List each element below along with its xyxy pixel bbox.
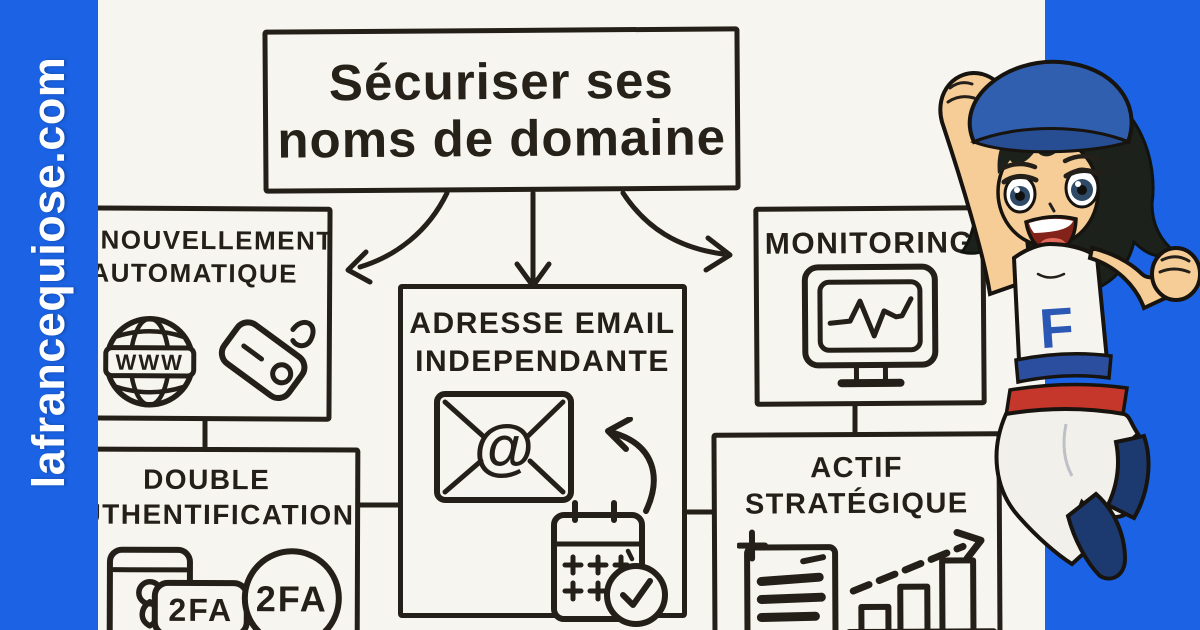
at-symbol: @ <box>474 413 534 482</box>
stripe-blue <box>1014 352 1113 385</box>
node-auth-line2: AUTHENTIFICATION <box>98 498 355 531</box>
price-tag-icon <box>218 319 316 402</box>
title-box: Sécuriser ses noms de domaine <box>262 26 741 194</box>
node-renewal-line1: RENOUVELLEMENT <box>98 224 334 256</box>
boot-front <box>1065 491 1128 581</box>
curved-arrow-icon <box>605 417 657 514</box>
asset-icons <box>736 528 998 630</box>
2fa-badge-icon: 2FA <box>151 579 250 630</box>
connector-arrows <box>202 190 858 515</box>
node-email-line2: INDEPENDANTE <box>415 344 670 378</box>
site-domain-vertical: lafrancequiose.com <box>23 56 74 489</box>
title-line1: Sécuriser ses <box>328 51 674 112</box>
node-email: ADRESSE EMAIL INDEPENDANTE @ <box>398 284 687 627</box>
2fa-circle-label: 2FA <box>256 578 328 619</box>
2fa-badge-label: 2FA <box>168 592 233 628</box>
globe-www-label: WWW <box>116 350 184 375</box>
boot-back <box>1105 433 1151 521</box>
node-asset: ACTIF STRATÉGIQUE <box>711 431 1003 630</box>
mascot-girl: F <box>938 59 1200 581</box>
node-renewal-line2: AUTOMATIQUE <box>98 256 299 289</box>
node-email-line1: ADRESSE EMAIL <box>409 307 676 340</box>
node-renewal: RENOUVELLEMENT AUTOMATIQUE WWW <box>98 205 334 422</box>
globe-www-icon: WWW <box>103 316 197 408</box>
beret-band <box>970 127 1133 154</box>
envelope-at-icon: @ <box>434 391 574 503</box>
diagram-canvas: Sécuriser ses noms de domaine RENOUVELLE… <box>98 0 1045 630</box>
calendar-check-icon <box>551 500 668 627</box>
auth-icons: 2FA 2FA <box>106 546 342 630</box>
document-icon <box>736 529 839 630</box>
eyes <box>1001 166 1107 214</box>
node-auth-line1: DOUBLE <box>143 463 271 496</box>
node-auth: DOUBLE AUTHENTIFICATION 2FA 2FA <box>98 446 361 630</box>
shirt-letter: F <box>1037 295 1076 360</box>
growth-chart-icon <box>845 528 998 630</box>
node-monitoring: MONITORING <box>753 205 987 407</box>
monitor-waveform-icon <box>801 263 939 388</box>
2fa-circle-icon: 2FA <box>241 548 342 630</box>
title-line2: noms de domaine <box>277 108 727 169</box>
